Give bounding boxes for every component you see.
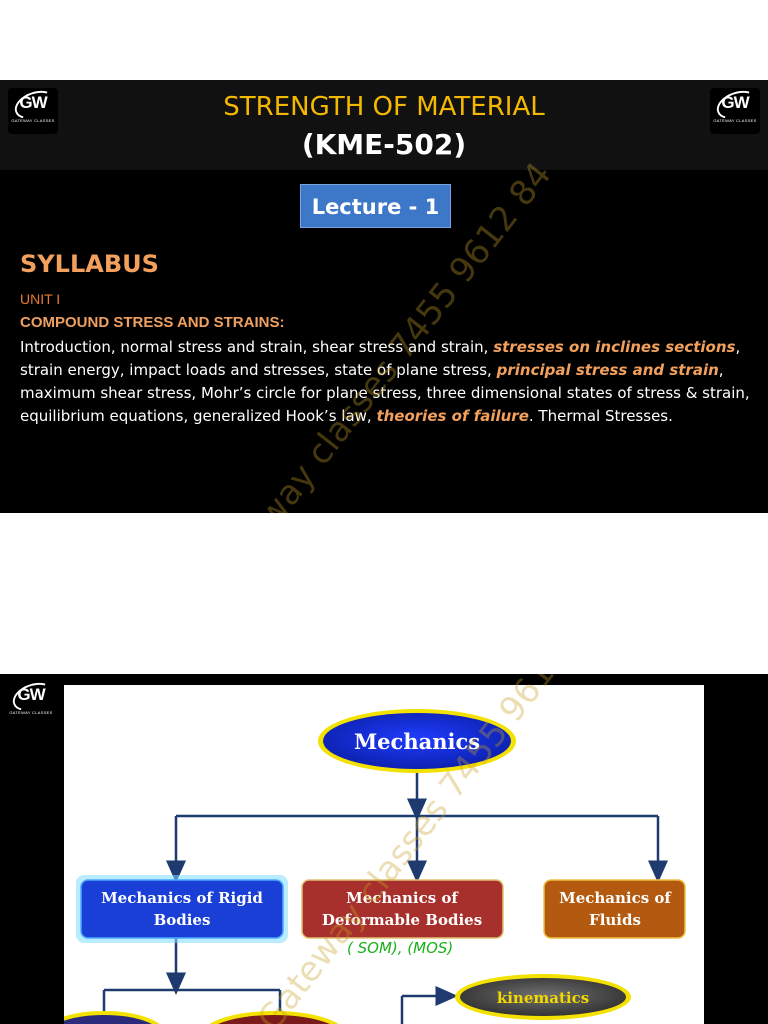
logo-caption: GATEWAY CLASSES xyxy=(11,118,55,123)
logo-mark: GW xyxy=(721,93,749,112)
highlight-topic: principal stress and strain xyxy=(496,361,719,379)
root-label: Mechanics xyxy=(354,729,480,754)
logo-mark: GW xyxy=(19,93,47,112)
branch-label: Mechanics of Rigid xyxy=(101,889,263,907)
handwritten-note: ( SOM), (MOS) xyxy=(347,939,453,957)
diagram-canvas: Mechanics Mechanics of Rigid Bodies xyxy=(64,685,704,1024)
kinematics-node xyxy=(460,978,626,1016)
highlight-topic: theories of failure xyxy=(376,407,529,425)
unit-title: COMPOUND STRESS AND STRAINS: xyxy=(20,314,285,331)
branch-label: Mechanics of xyxy=(346,889,459,907)
branch-rigid-bodies xyxy=(80,879,284,939)
branch-label: Bodies xyxy=(154,911,211,929)
root-node xyxy=(323,713,511,769)
mechanics-diagram: Mechanics Mechanics of Rigid Bodies xyxy=(64,709,686,1024)
kinematics-label: kinematics xyxy=(497,989,589,1007)
body-text: . Thermal Stresses. xyxy=(528,407,673,425)
syllabus-heading: SYLLABUS xyxy=(20,250,159,278)
branch-label: Deformable Bodies xyxy=(322,911,482,929)
course-code: (KME-502) xyxy=(301,128,467,161)
mechanics-diagram-slide: GW GATEWAY CLASSES Mechanics xyxy=(0,674,768,1024)
syllabus-body: Introduction, normal stress and strain, … xyxy=(20,336,755,428)
body-text: , strain energy, impact loads and stress… xyxy=(20,338,741,379)
branch-label: Mechanics of xyxy=(559,889,672,907)
gateway-logo-left: GW GATEWAY CLASSES xyxy=(8,85,60,134)
branch-deformable-bodies xyxy=(301,879,504,939)
branch-label: Fluids xyxy=(589,911,641,929)
unit-label: UNIT I xyxy=(20,291,61,307)
branch-fluids xyxy=(543,879,686,939)
sub-node-dynamics xyxy=(209,1011,339,1024)
highlight-topic: stresses on inclines sections xyxy=(493,338,736,356)
logo-mark: GW xyxy=(17,685,45,704)
syllabus-slide: GW GATEWAY CLASSES GW GATEWAY CLASSES ST… xyxy=(0,80,768,513)
body-text: Introduction, normal stress and strain, … xyxy=(20,338,494,356)
logo-caption: GATEWAY CLASSES xyxy=(713,118,757,123)
sub-node-statics xyxy=(64,1011,160,1024)
slide-header xyxy=(0,80,768,170)
lecture-badge: Lecture - 1 xyxy=(300,184,451,228)
body-text: , maximum shear stress, Mohr’s circle fo… xyxy=(20,361,750,425)
logo-caption: GATEWAY CLASSES xyxy=(9,710,53,715)
gateway-logo-right: GW GATEWAY CLASSES xyxy=(710,85,762,134)
course-title: STRENGTH OF MATERIAL xyxy=(223,92,545,122)
gateway-logo: GW GATEWAY CLASSES xyxy=(6,677,58,726)
